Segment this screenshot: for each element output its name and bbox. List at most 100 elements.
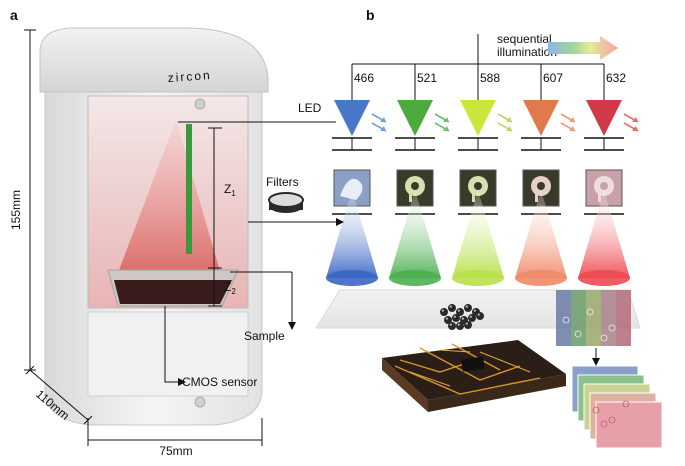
- beam-cone-466: [326, 190, 378, 278]
- wavelength-label-632: 632: [606, 71, 626, 85]
- image-stack-icon: [556, 290, 663, 449]
- hologram-strip-segment: [616, 290, 631, 346]
- led-588: [460, 100, 496, 136]
- filter-aperture-core: [411, 182, 419, 190]
- filter-pattern: [340, 178, 363, 200]
- filter-aperture-stem: [472, 190, 475, 202]
- device-illustration: zircon Z1 Z2: [39, 27, 269, 426]
- sequential-label-line1: sequential: [497, 32, 552, 46]
- beam-cone-588: [452, 190, 504, 278]
- led-521: [397, 100, 433, 136]
- emission-arrowhead-icon: [380, 117, 386, 122]
- beam-spot-466: [326, 270, 378, 286]
- microbead: [440, 308, 448, 316]
- wavelength-label-588: 588: [480, 71, 500, 85]
- width-dimension: 75mm: [87, 418, 263, 458]
- filter-aperture-stem: [535, 190, 538, 202]
- hologram-strip-segment: [586, 290, 601, 346]
- filter-aperture-stem: [598, 190, 601, 202]
- frame-ring: [592, 406, 600, 414]
- emission-arrowhead-icon: [569, 126, 575, 131]
- microbead-sample-icon: [440, 304, 484, 330]
- width-dimension-label: 75mm: [159, 444, 192, 458]
- microbead: [476, 312, 484, 320]
- filters-label: Filters: [266, 175, 299, 189]
- hologram-ring: [562, 316, 570, 324]
- emission-arrowhead-icon: [632, 126, 638, 131]
- filter-aperture-core: [600, 182, 608, 190]
- hologram-ring: [586, 308, 594, 316]
- hologram-ring: [600, 334, 608, 342]
- microbead-highlight: [453, 315, 456, 318]
- sequential-arrow-icon: [548, 36, 618, 60]
- filter-aperture-core: [474, 182, 482, 190]
- cmos-connector-line: [164, 306, 180, 383]
- beam-spot-607: [515, 270, 567, 286]
- sample-label: Sample: [244, 329, 285, 343]
- microbead: [452, 314, 460, 322]
- sequential-label-line2: illumination: [497, 45, 557, 59]
- frame-ring: [600, 420, 608, 428]
- device-brand-label: zircon: [167, 68, 212, 85]
- filter-aperture-stem: [409, 190, 412, 202]
- beam-cone-607: [515, 190, 567, 278]
- filter-aperture-core: [537, 182, 545, 190]
- microbead-highlight: [457, 309, 460, 312]
- microbead-highlight: [449, 305, 452, 308]
- microbead: [464, 321, 472, 329]
- led-label: LED: [298, 101, 322, 115]
- wavelength-label-466: 466: [354, 71, 374, 85]
- cmos-sensor-chip-icon: [382, 340, 566, 412]
- beam-cone-632: [578, 190, 630, 278]
- microbead-highlight: [441, 309, 444, 312]
- cmos-label: CMOS sensor: [182, 375, 257, 389]
- microbead-highlight: [465, 305, 468, 308]
- frame-ring: [622, 400, 630, 408]
- wavelength-label-521: 521: [417, 71, 437, 85]
- cmos-sensor-device: [114, 280, 232, 304]
- emission-arrowhead-icon: [380, 126, 386, 131]
- hologram-ring: [574, 330, 582, 338]
- microbead: [448, 304, 456, 312]
- led-strip: [186, 124, 192, 254]
- microbead-highlight: [469, 315, 472, 318]
- hologram-strip-segment: [601, 290, 616, 346]
- emission-arrowhead-icon: [569, 117, 575, 122]
- microbead-highlight: [457, 323, 460, 326]
- panel-label-b: b: [366, 7, 375, 23]
- microbead: [468, 314, 476, 322]
- microbead: [456, 322, 464, 330]
- frame-ring: [608, 416, 616, 424]
- emission-arrowhead-icon: [632, 117, 638, 122]
- led-632: [586, 100, 622, 136]
- microbead-highlight: [477, 313, 480, 316]
- microbead-highlight: [461, 317, 464, 320]
- emission-arrowhead-icon: [506, 117, 512, 122]
- light-cone-device: [116, 120, 222, 278]
- emission-arrowhead-icon: [443, 117, 449, 122]
- microbead-highlight: [445, 317, 448, 320]
- microbead-highlight: [449, 323, 452, 326]
- hologram-strip-segment: [571, 290, 586, 346]
- hologram-ring: [608, 324, 616, 332]
- height-dimension: 155mm: [9, 29, 36, 371]
- image-frame: [595, 401, 663, 449]
- microbead-highlight: [473, 309, 476, 312]
- microbead: [464, 304, 472, 312]
- beam-spot-588: [452, 270, 504, 286]
- filter-lens-icon: [268, 192, 304, 213]
- sequential-illumination: sequential illumination: [497, 32, 618, 60]
- led-607: [523, 100, 559, 136]
- wavelength-label-607: 607: [543, 71, 563, 85]
- z2-label: Z2: [224, 280, 236, 296]
- height-dimension-label: 155mm: [9, 190, 23, 230]
- beam-cone-521: [389, 190, 441, 278]
- z1-label: Z1: [224, 182, 236, 198]
- microbead: [448, 322, 456, 330]
- emission-arrowhead-icon: [506, 126, 512, 131]
- emission-arrowhead-icon: [443, 126, 449, 131]
- microbead-highlight: [465, 322, 468, 325]
- panel-label-a: a: [10, 7, 18, 23]
- beam-spot-521: [389, 270, 441, 286]
